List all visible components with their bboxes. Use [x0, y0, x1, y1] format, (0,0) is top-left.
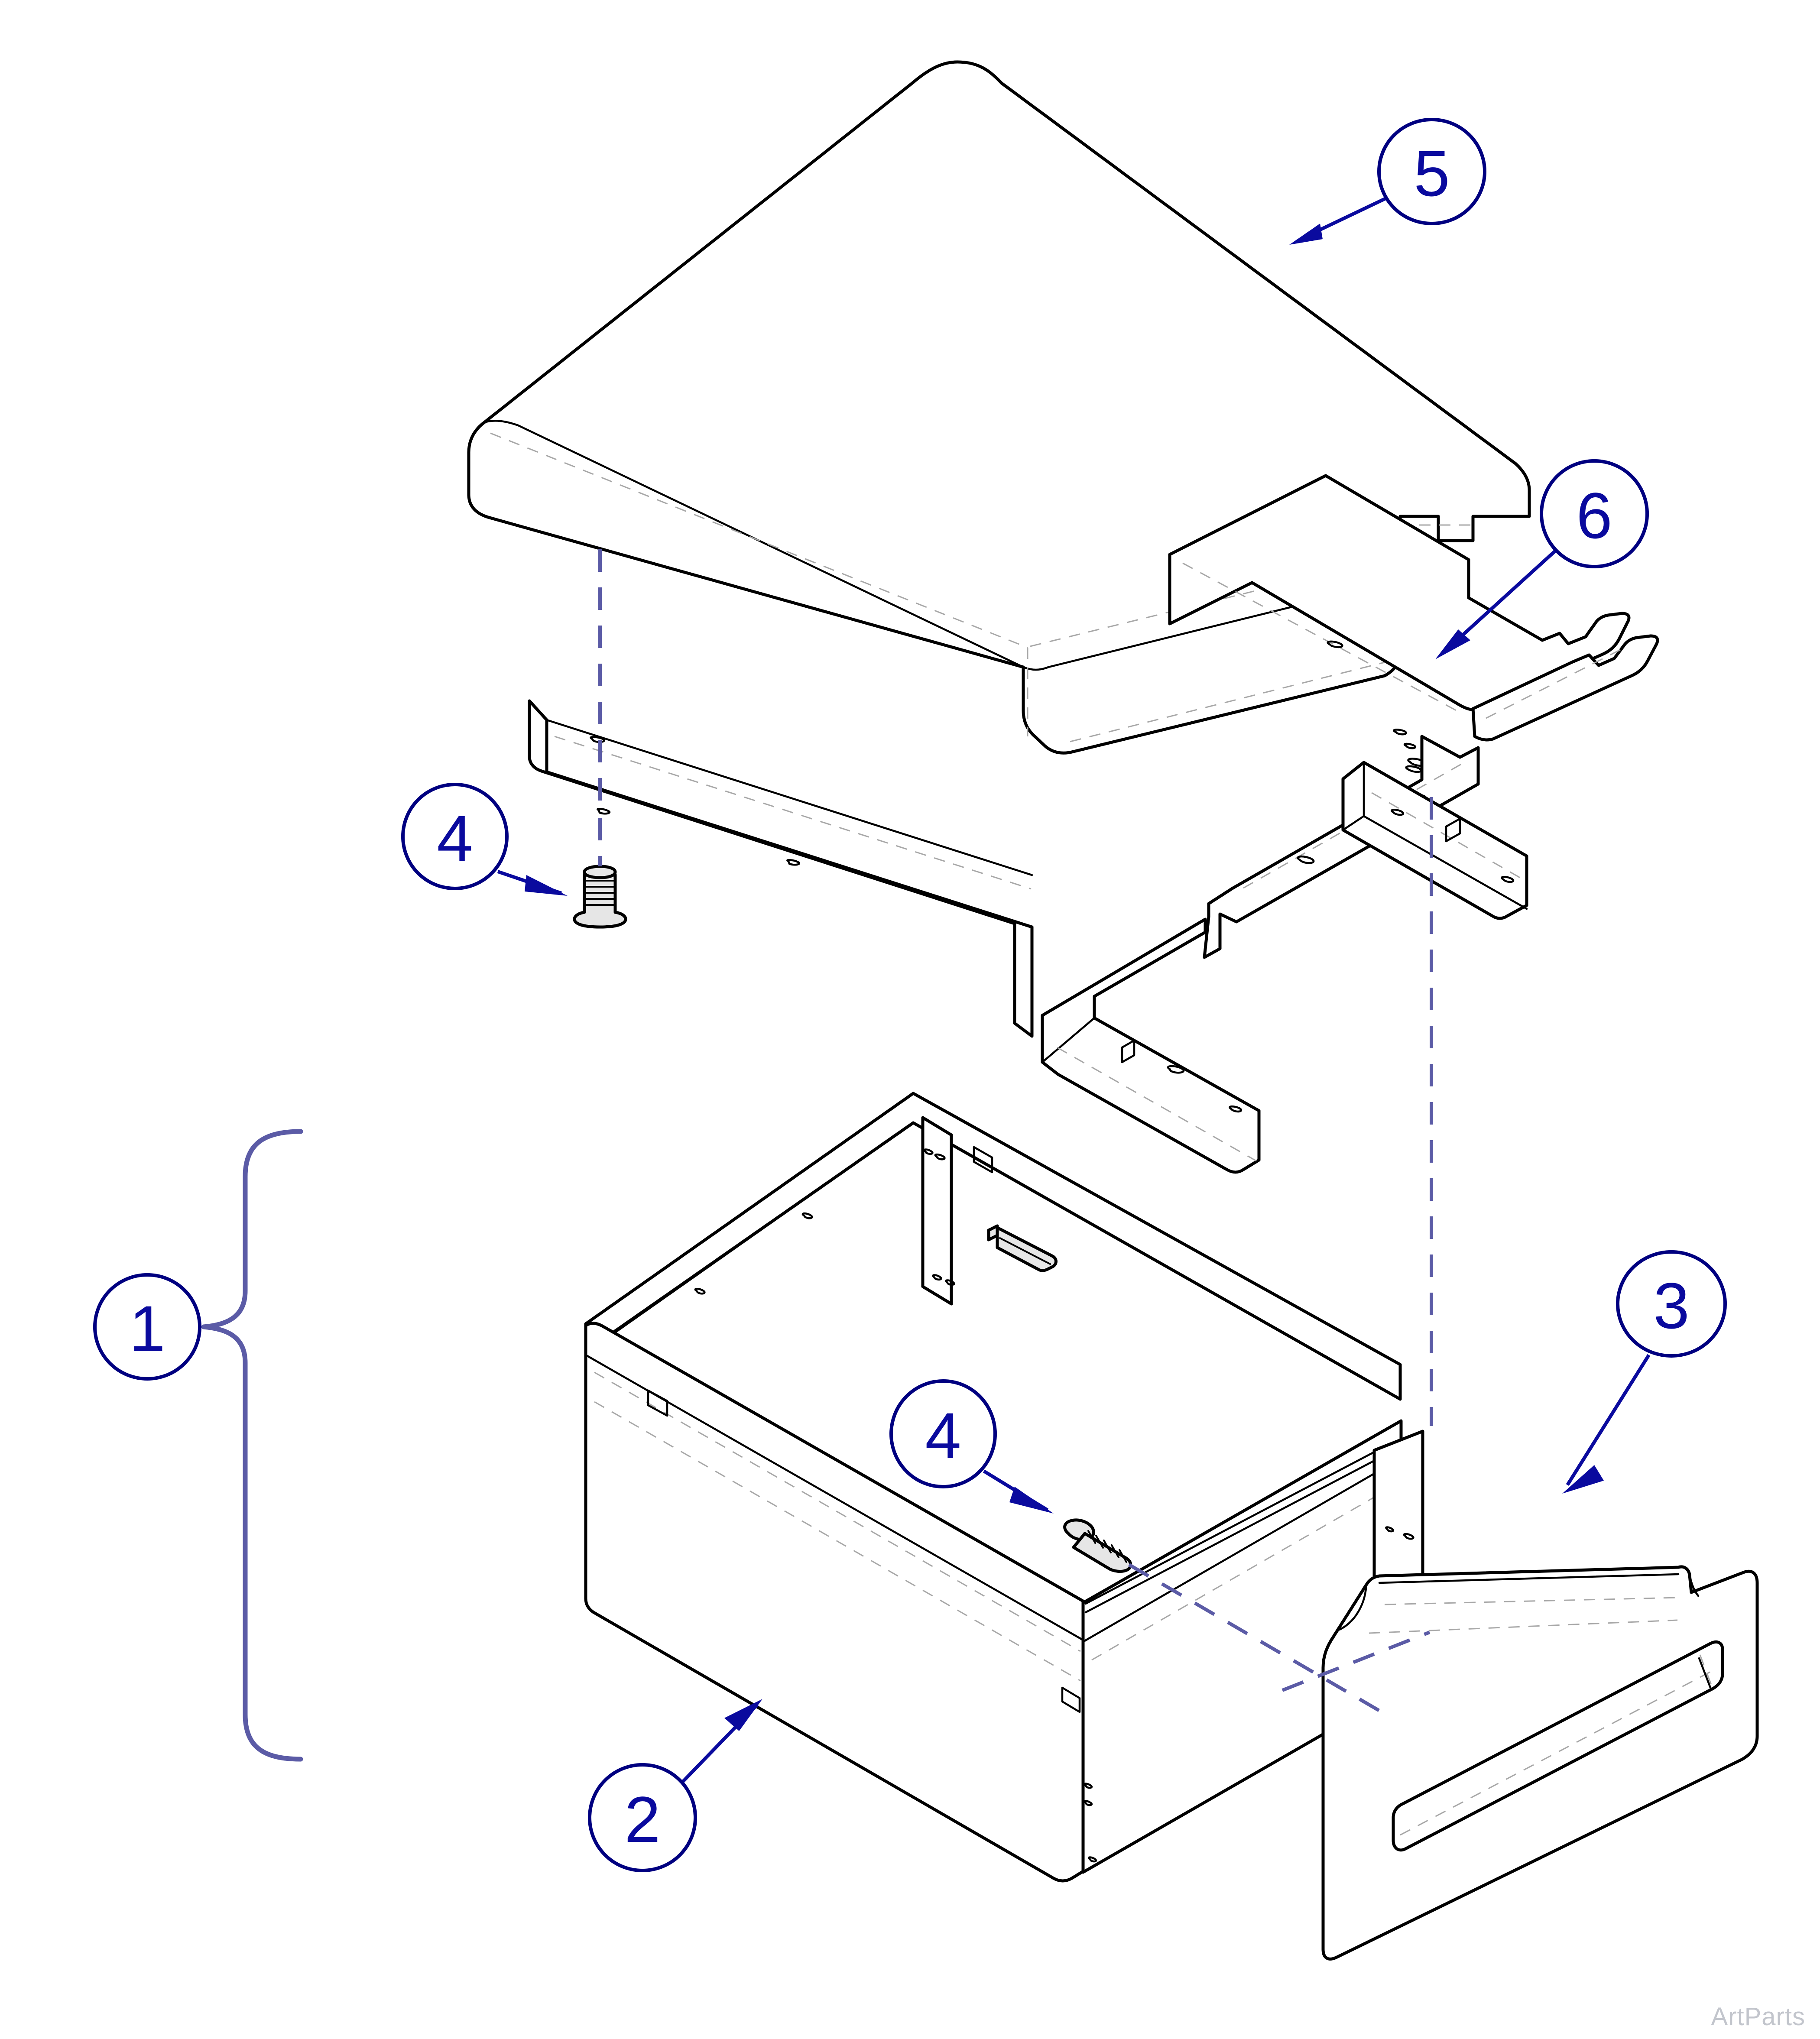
callout-balloon-5[interactable]: 5	[1377, 118, 1486, 225]
assembly-brace-1	[201, 1129, 303, 1762]
balloon-1-circle[interactable]	[93, 1273, 201, 1381]
part-5-mounting-flange	[528, 699, 1034, 1038]
leader-arrow-2	[724, 1699, 762, 1731]
part-6-slide-rail-assembly	[1041, 474, 1659, 1174]
leader-line-3	[1566, 1354, 1651, 1486]
leader-arrow-4-lower	[1009, 1487, 1054, 1514]
assembly-centerlines	[598, 549, 1433, 1718]
centerline-screw-lower	[1128, 1563, 1390, 1718]
leader-arrow-4-upper	[525, 875, 568, 896]
drawer-box-pin	[987, 1224, 1058, 1272]
balloon-2-circle[interactable]	[588, 1763, 697, 1872]
callout-balloon-1[interactable]: 1	[93, 1273, 201, 1381]
balloon-6-label: 6	[1576, 479, 1612, 552]
callout-balloon-4-lower[interactable]: 4	[889, 1379, 997, 1488]
balloon-6-circle[interactable]	[1540, 459, 1649, 568]
centerline-box-to-front	[1281, 1631, 1431, 1692]
balloon-4-lower-circle[interactable]	[889, 1379, 997, 1488]
balloon-3-label: 3	[1653, 1269, 1689, 1342]
part-3-drawer-front	[1321, 1565, 1759, 1961]
balloon-3-circle[interactable]	[1616, 1250, 1727, 1358]
callout-leaders	[497, 195, 1651, 1783]
leader-arrow-3	[1562, 1465, 1604, 1494]
watermark-artparts: ArtParts	[1711, 2003, 1805, 2031]
part-4-screw-upper	[573, 865, 627, 929]
balloon-5-label: 5	[1414, 137, 1450, 210]
callout-balloon-4-upper[interactable]: 4	[401, 783, 509, 890]
leader-arrow-5	[1289, 224, 1323, 245]
balloon-2-label: 2	[624, 1783, 660, 1856]
callout-balloon-6[interactable]: 6	[1540, 459, 1649, 568]
part-4-screw-lower	[1063, 1518, 1132, 1573]
balloon-4-lower-label: 4	[925, 1399, 961, 1472]
callout-balloon-3[interactable]: 3	[1616, 1250, 1727, 1358]
leader-arrow-6	[1435, 629, 1470, 659]
balloon-4-upper-circle[interactable]	[401, 783, 509, 890]
callout-balloon-2[interactable]: 2	[588, 1763, 697, 1872]
part-2-drawer-box	[584, 1092, 1424, 1883]
balloon-4-upper-label: 4	[437, 802, 473, 875]
balloon-1-label: 1	[129, 1292, 165, 1365]
balloon-5-circle[interactable]	[1377, 118, 1486, 225]
